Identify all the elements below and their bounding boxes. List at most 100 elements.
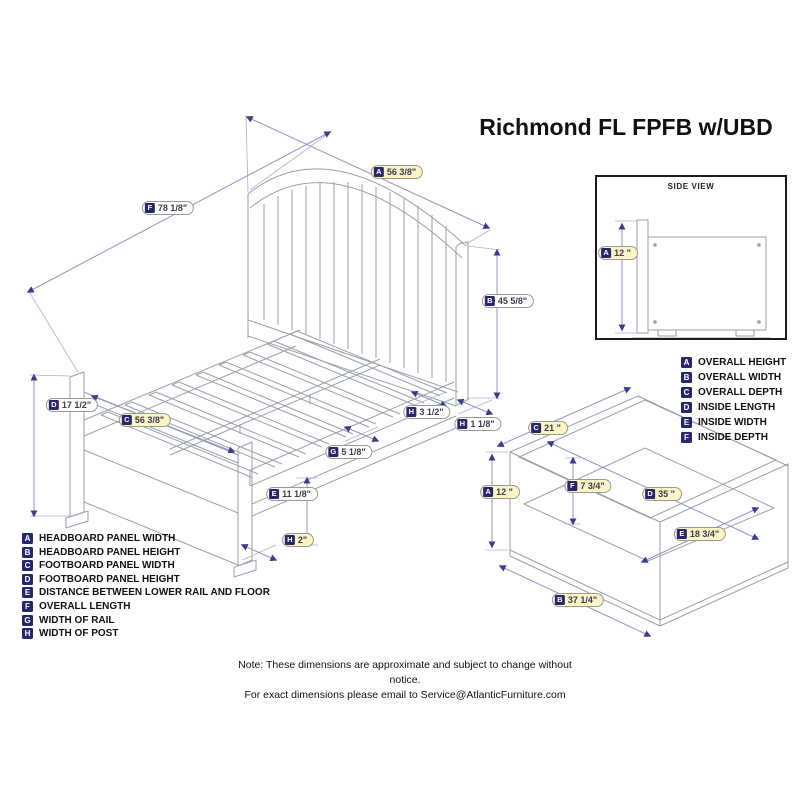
dim-value: 11 1/8" [282, 489, 311, 499]
legend-letter-badge: E [681, 417, 692, 428]
legend-row: D FOOTBOARD PANEL HEIGHT [22, 573, 270, 585]
dim-letter-badge: A [601, 248, 612, 258]
dim-pill-footboard-panel-width: C 56 3/8" [118, 413, 172, 427]
dim-letter-badge: F [144, 203, 155, 213]
dim-pill-drawer-overall-height: A 12 " [480, 485, 520, 499]
legend-label: INSIDE LENGTH [698, 402, 776, 413]
legend-letter-badge: F [681, 432, 692, 443]
dim-letter-badge: A [373, 167, 384, 177]
dim-value: 45 5/8" [497, 296, 528, 306]
dim-pill-drawer-overall-depth: C 21 " [528, 421, 568, 435]
legend-row: F INSIDE DEPTH [681, 432, 786, 443]
dim-value: 37 1/4" [567, 595, 598, 605]
dim-value: 3 1/2" [419, 407, 444, 417]
legend-label: OVERALL HEIGHT [698, 357, 787, 368]
legend-row: C FOOTBOARD PANEL WIDTH [22, 560, 270, 572]
dim-letter-badge: H [284, 535, 295, 545]
legend-letter-badge: A [22, 533, 33, 544]
legend-row: F OVERALL LENGTH [22, 600, 270, 612]
dim-pill-post-width-1: H 3 1/2" [403, 405, 451, 419]
legend-label: HEADBOARD PANEL WIDTH [39, 533, 176, 544]
dim-value: 18 3/4" [689, 529, 720, 539]
legend-label: INSIDE DEPTH [698, 432, 769, 443]
dim-pill-drawer-overall-width: B 37 1/4" [551, 593, 605, 607]
dim-pill-post-width-2: H 1 1/8" [454, 417, 502, 431]
dim-value: 56 3/8" [386, 167, 417, 177]
dim-letter-badge: H [406, 407, 417, 417]
dim-letter-badge: F [567, 481, 578, 491]
legend-row: A OVERALL HEIGHT [681, 357, 786, 368]
dim-letter-badge: D [645, 489, 656, 499]
legend-label: INSIDE WIDTH [698, 417, 767, 428]
dim-pill-rail-width: G 5 1/8" [325, 445, 373, 459]
legend-label: WIDTH OF RAIL [39, 614, 115, 626]
legend-letter-badge: C [681, 387, 692, 398]
legend-letter-badge: F [22, 600, 33, 612]
dim-pill-headboard-panel-width: A 56 3/8" [370, 165, 424, 179]
dim-letter-badge: G [328, 447, 339, 457]
legend-letter-badge: B [22, 546, 33, 558]
dim-pill-drawer-inside-depth: F 7 3/4" [564, 479, 612, 493]
legend-label: DISTANCE BETWEEN LOWER RAIL AND FLOOR [39, 587, 270, 599]
note-line-1: Note: These dimensions are approximate a… [238, 658, 572, 688]
legend-label: WIDTH OF POST [39, 628, 119, 640]
legend-label: FOOTBOARD PANEL HEIGHT [39, 573, 180, 585]
legend-row: E INSIDE WIDTH [681, 417, 786, 428]
note-text: These dimensions are approximate and sub… [265, 659, 572, 686]
legend-row: A HEADBOARD PANEL WIDTH [22, 533, 270, 544]
dim-value: 1 1/8" [470, 419, 495, 429]
legend-letter-badge: G [22, 614, 33, 626]
drawer-legend: A OVERALL HEIGHT B OVERALL WIDTH C OVERA… [681, 357, 786, 443]
dim-letter-badge: E [676, 529, 687, 539]
legend-letter-badge: E [22, 587, 33, 599]
dim-pill-overall-length: F 78 1/8" [141, 201, 195, 215]
dim-letter-badge: H [457, 419, 468, 429]
dim-value: 7 3/4" [580, 481, 605, 491]
dim-value: 17 1/2" [61, 400, 92, 410]
legend-row: B OVERALL WIDTH [681, 372, 786, 383]
side-view-extensions [615, 220, 637, 334]
bed-legend: A HEADBOARD PANEL WIDTH B HEADBOARD PANE… [22, 533, 270, 640]
note-prefix: Note: [238, 659, 264, 671]
dim-letter-badge: D [48, 400, 59, 410]
legend-letter-badge: A [681, 357, 692, 368]
dim-letter-badge: E [269, 489, 280, 499]
legend-row: H WIDTH OF POST [22, 628, 270, 640]
dim-pill-headboard-panel-height: B 45 5/8" [481, 294, 535, 308]
legend-row: E DISTANCE BETWEEN LOWER RAIL AND FLOOR [22, 587, 270, 599]
note-line-2: For exact dimensions please email to Ser… [244, 689, 566, 701]
legend-label: OVERALL LENGTH [39, 600, 131, 612]
dim-pill-rail-to-floor: E 11 1/8" [266, 487, 318, 501]
dim-value: 12 " [614, 248, 631, 258]
dim-pill-sideview-height: A 12 " [598, 246, 638, 260]
dim-value: 5 1/8" [341, 447, 366, 457]
dim-value: 21 " [544, 423, 561, 433]
legend-label: OVERALL DEPTH [698, 387, 783, 398]
dim-pill-drawer-inside-width: E 18 3/4" [673, 527, 727, 541]
dim-letter-badge: B [484, 296, 495, 306]
legend-label: OVERALL WIDTH [698, 372, 782, 383]
dim-value: 56 3/8" [134, 415, 165, 425]
drawer-extensions [486, 451, 581, 551]
dim-letter-badge: A [483, 487, 494, 497]
legend-row: B HEADBOARD PANEL HEIGHT [22, 546, 270, 558]
dim-value: 35 " [658, 489, 675, 499]
legend-letter-badge: H [22, 628, 33, 640]
slat-deck-drawing [100, 330, 448, 478]
legend-letter-badge: D [22, 573, 33, 585]
legend-letter-badge: D [681, 402, 692, 413]
dim-letter-badge: B [554, 595, 565, 605]
legend-letter-badge: B [681, 372, 692, 383]
dim-value: 2" [297, 535, 308, 545]
side-view-heading: SIDE VIEW [667, 182, 715, 191]
page-title: Richmond FL FPFB w/UBD [479, 114, 773, 140]
dim-value: 12 " [496, 487, 513, 497]
legend-label: HEADBOARD PANEL HEIGHT [39, 546, 181, 558]
dim-pill-drawer-inside-length: D 35 " [642, 487, 682, 501]
dim-pill-post-width-3: H 2" [281, 533, 315, 547]
dim-letter-badge: C [121, 415, 132, 425]
dim-value: 78 1/8" [157, 203, 188, 213]
legend-label: FOOTBOARD PANEL WIDTH [39, 560, 175, 572]
dim-pill-footboard-panel-height: D 17 1/2" [45, 398, 99, 412]
